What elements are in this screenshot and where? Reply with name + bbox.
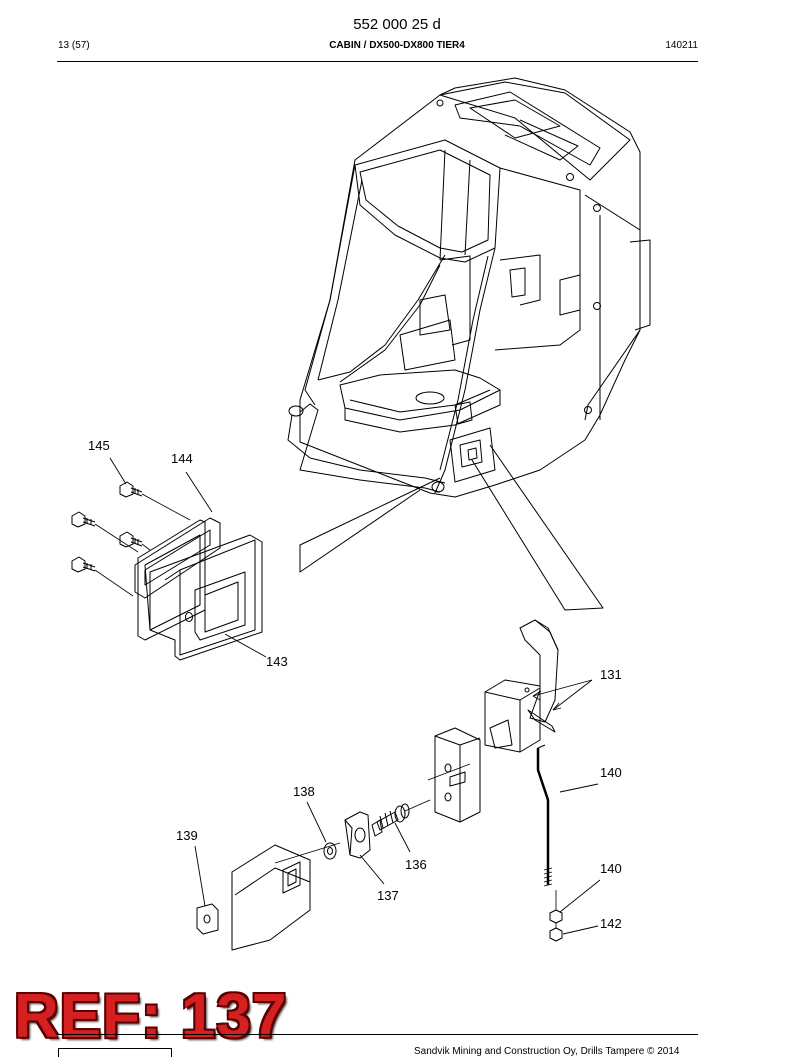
footer-copyright: Sandvik Mining and Construction Oy, Dril…	[414, 1046, 680, 1057]
callout-140-lower: 140	[600, 861, 622, 876]
date-code: 140211	[665, 40, 698, 51]
callout-138: 138	[293, 784, 315, 799]
reference-stamp: REF: 137	[14, 982, 288, 1051]
screw-145-top	[119, 481, 143, 498]
callout-136: 136	[405, 857, 427, 872]
screw-left-1	[71, 511, 96, 528]
callout-131: 131	[600, 667, 622, 682]
callout-145: 145	[88, 438, 110, 453]
page-title: CABIN / DX500-DX800 TIER4	[329, 40, 465, 51]
door-handle-assembly	[71, 481, 263, 661]
page-indicator: 13 (57)	[58, 40, 90, 51]
header-rule	[57, 61, 698, 62]
callout-142: 142	[600, 916, 622, 931]
callout-140-upper: 140	[600, 765, 622, 780]
footer-rule	[57, 1034, 698, 1035]
callout-144: 144	[171, 451, 193, 466]
callout-137: 137	[377, 888, 399, 903]
document-number: 552 000 25 d	[353, 16, 441, 33]
callout-139: 139	[176, 828, 198, 843]
screw-left-2	[119, 531, 143, 548]
screw-left-3	[71, 556, 96, 573]
callout-leaders	[109, 457, 601, 935]
cabin-illustration	[287, 77, 651, 611]
latch-assembly	[196, 619, 563, 951]
callout-143: 143	[266, 654, 288, 669]
